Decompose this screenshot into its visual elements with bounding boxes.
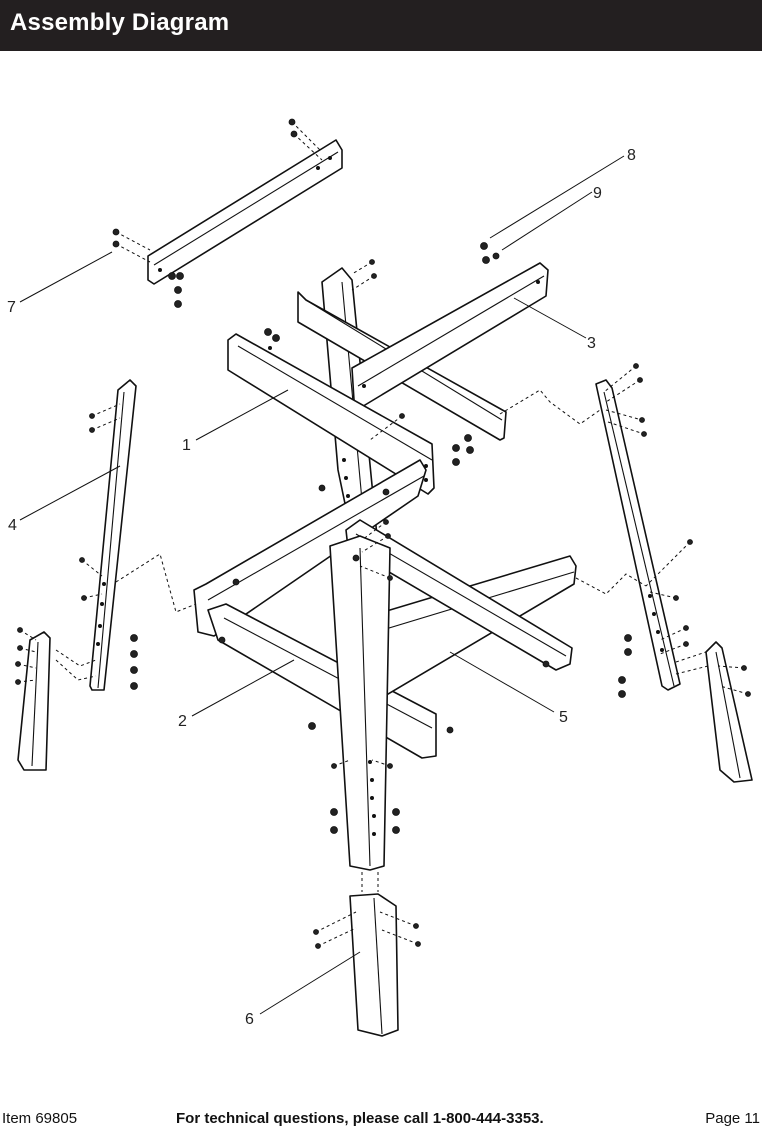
part-7-brace: [147, 139, 343, 285]
callout-8: 8: [627, 147, 636, 164]
left-foot: [17, 631, 51, 771]
item-number: Item 69805: [2, 1110, 78, 1127]
part-7-bolts: [112, 118, 323, 308]
right-foot: [705, 641, 753, 783]
hardware-screws: [15, 259, 751, 949]
callout-leaders: [19, 155, 625, 1015]
callout-2: 2: [178, 713, 187, 730]
assembly-paths: [55, 389, 709, 681]
callout-labels: 1 2 3 4 5 6 7 8 9: [7, 147, 636, 1028]
part-6-foot: [349, 872, 399, 1037]
page-number: Page 11: [705, 1110, 760, 1127]
callout-3: 3: [587, 335, 596, 352]
central-lower-post: [329, 535, 391, 871]
part-4-leg: [89, 379, 137, 691]
part-1-rail: [227, 333, 435, 495]
page-header: Assembly Diagram: [0, 0, 762, 51]
callout-6: 6: [245, 1011, 254, 1028]
page-footer: Item 69805 For technical questions, plea…: [0, 1110, 762, 1131]
callout-7: 7: [7, 299, 16, 316]
callout-1: 1: [182, 437, 191, 454]
callout-4: 4: [8, 517, 17, 534]
assembly-diagram: 1 2 3 4 5 6 7 8 9: [7, 118, 753, 1037]
support-phone-text: For technical questions, please call 1-8…: [176, 1110, 544, 1127]
page-title: Assembly Diagram: [10, 9, 230, 36]
hardware-bolts: [130, 242, 632, 834]
right-leg: [595, 379, 681, 691]
callout-5: 5: [559, 709, 568, 726]
callout-9: 9: [593, 185, 602, 202]
